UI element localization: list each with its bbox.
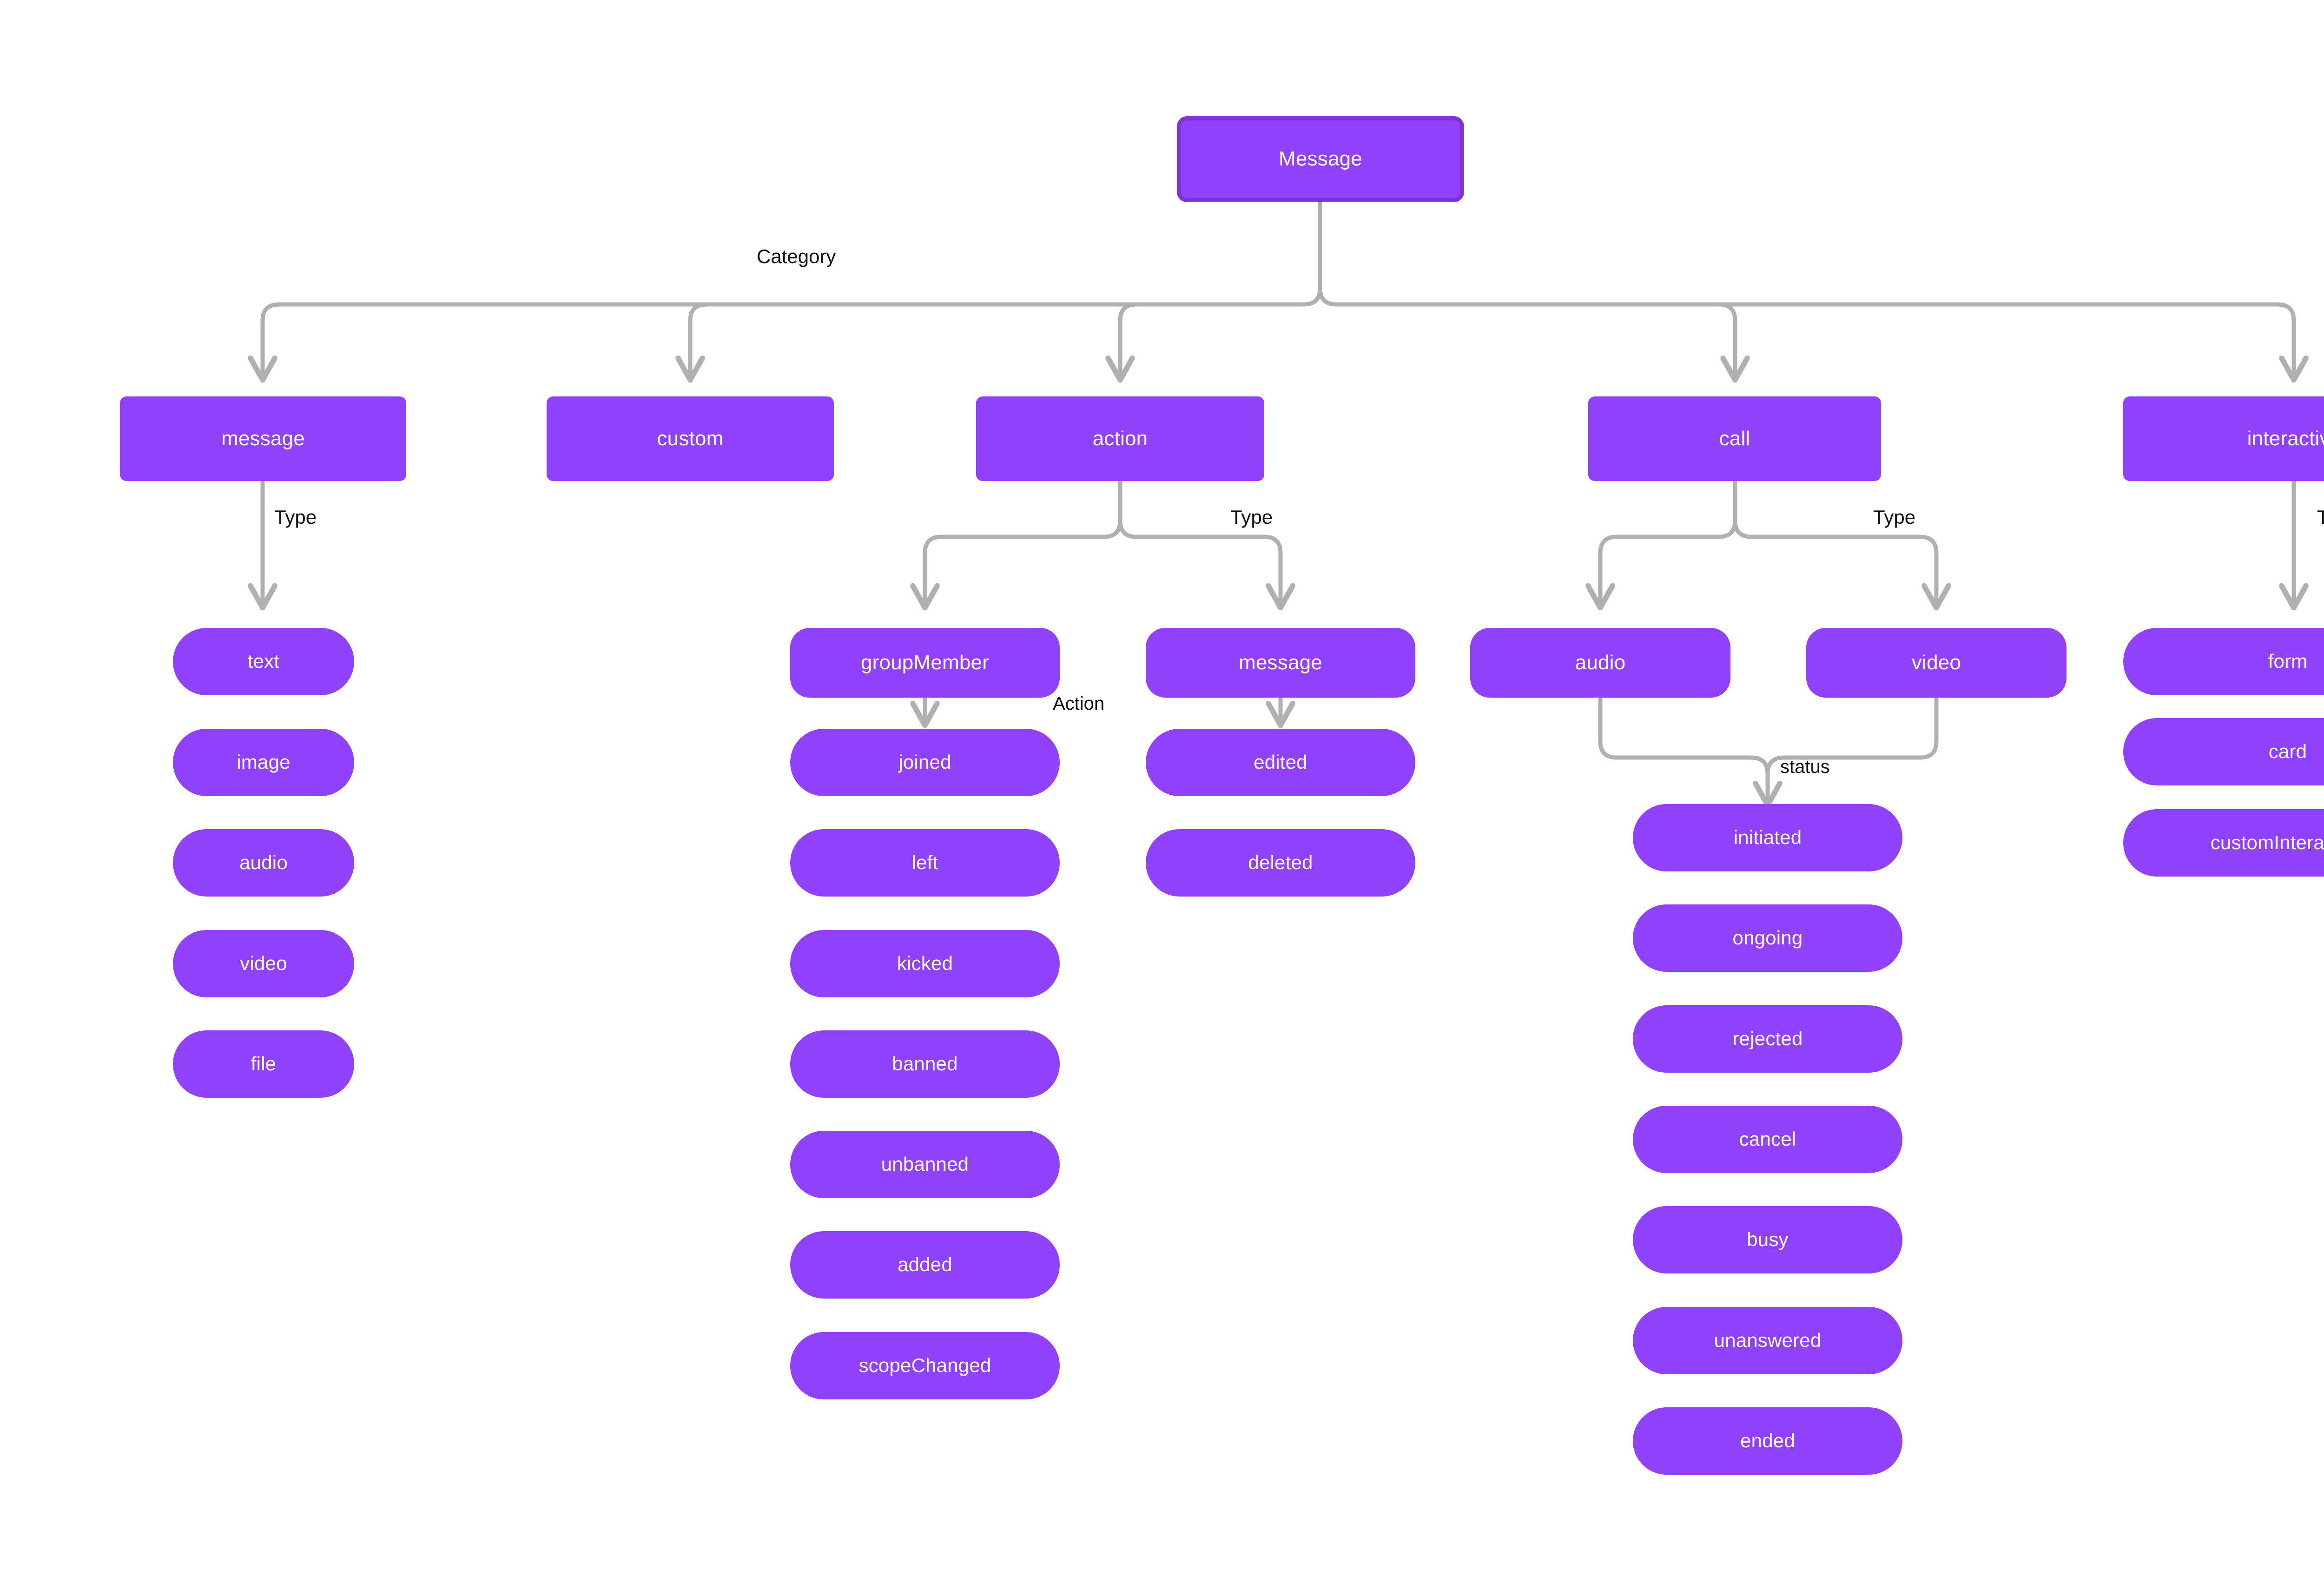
node-call-status-rejected[interactable]: rejected (1633, 1005, 1902, 1073)
node-category-interactive[interactable]: interactive (2123, 396, 2324, 481)
node-category-call[interactable]: call (1588, 396, 1881, 481)
node-message-type-text[interactable]: text (173, 628, 354, 695)
node-groupmember-action-left[interactable]: left (790, 829, 1060, 897)
node-root[interactable]: Message (1177, 116, 1464, 202)
node-category-message[interactable]: message (120, 396, 406, 481)
node-message-action-edited[interactable]: edited (1146, 729, 1415, 796)
edge-label-category: Category (757, 245, 836, 267)
node-groupmember-action-added[interactable]: added (790, 1231, 1060, 1299)
node-category-action[interactable]: action (976, 396, 1264, 481)
edge-label-type-action: Type (1230, 506, 1273, 528)
node-call-type-audio[interactable]: audio (1470, 628, 1730, 698)
node-groupmember-action-joined[interactable]: joined (790, 729, 1060, 796)
node-call-status-ended[interactable]: ended (1633, 1407, 1902, 1475)
node-message-action-deleted[interactable]: deleted (1146, 829, 1415, 897)
node-call-status-initiated[interactable]: initiated (1633, 804, 1902, 871)
node-call-status-unanswered[interactable]: unanswered (1633, 1307, 1902, 1374)
node-interactive-type-card[interactable]: card (2123, 718, 2324, 785)
node-message-type-audio[interactable]: audio (173, 829, 354, 897)
node-action-type-groupmember[interactable]: groupMember (790, 628, 1060, 698)
node-message-type-video[interactable]: video (173, 930, 354, 997)
node-groupmember-action-banned[interactable]: banned (790, 1030, 1060, 1098)
node-message-type-file[interactable]: file (173, 1030, 354, 1098)
node-call-status-cancel[interactable]: cancel (1633, 1106, 1902, 1173)
edge-label-type-message: Type (274, 506, 317, 528)
edge-label-type-call: Type (1873, 506, 1916, 528)
edge-label-action: Action (1053, 693, 1105, 714)
node-call-type-video[interactable]: video (1806, 628, 2067, 698)
node-interactive-type-custominteractive[interactable]: customInteractive (2123, 809, 2324, 877)
node-category-custom[interactable]: custom (547, 396, 834, 481)
node-action-type-message[interactable]: message (1146, 628, 1415, 698)
edge-label-status: status (1780, 757, 1830, 777)
node-message-type-image[interactable]: image (173, 729, 354, 796)
node-groupmember-action-scopechanged[interactable]: scopeChanged (790, 1332, 1060, 1399)
node-call-status-ongoing[interactable]: ongoing (1633, 904, 1902, 972)
node-call-status-busy[interactable]: busy (1633, 1206, 1902, 1273)
node-groupmember-action-kicked[interactable]: kicked (790, 930, 1060, 997)
node-groupmember-action-unbanned[interactable]: unbanned (790, 1131, 1060, 1198)
edge-label-type-interactive: Type (2317, 506, 2324, 528)
node-interactive-type-form[interactable]: form (2123, 628, 2324, 695)
